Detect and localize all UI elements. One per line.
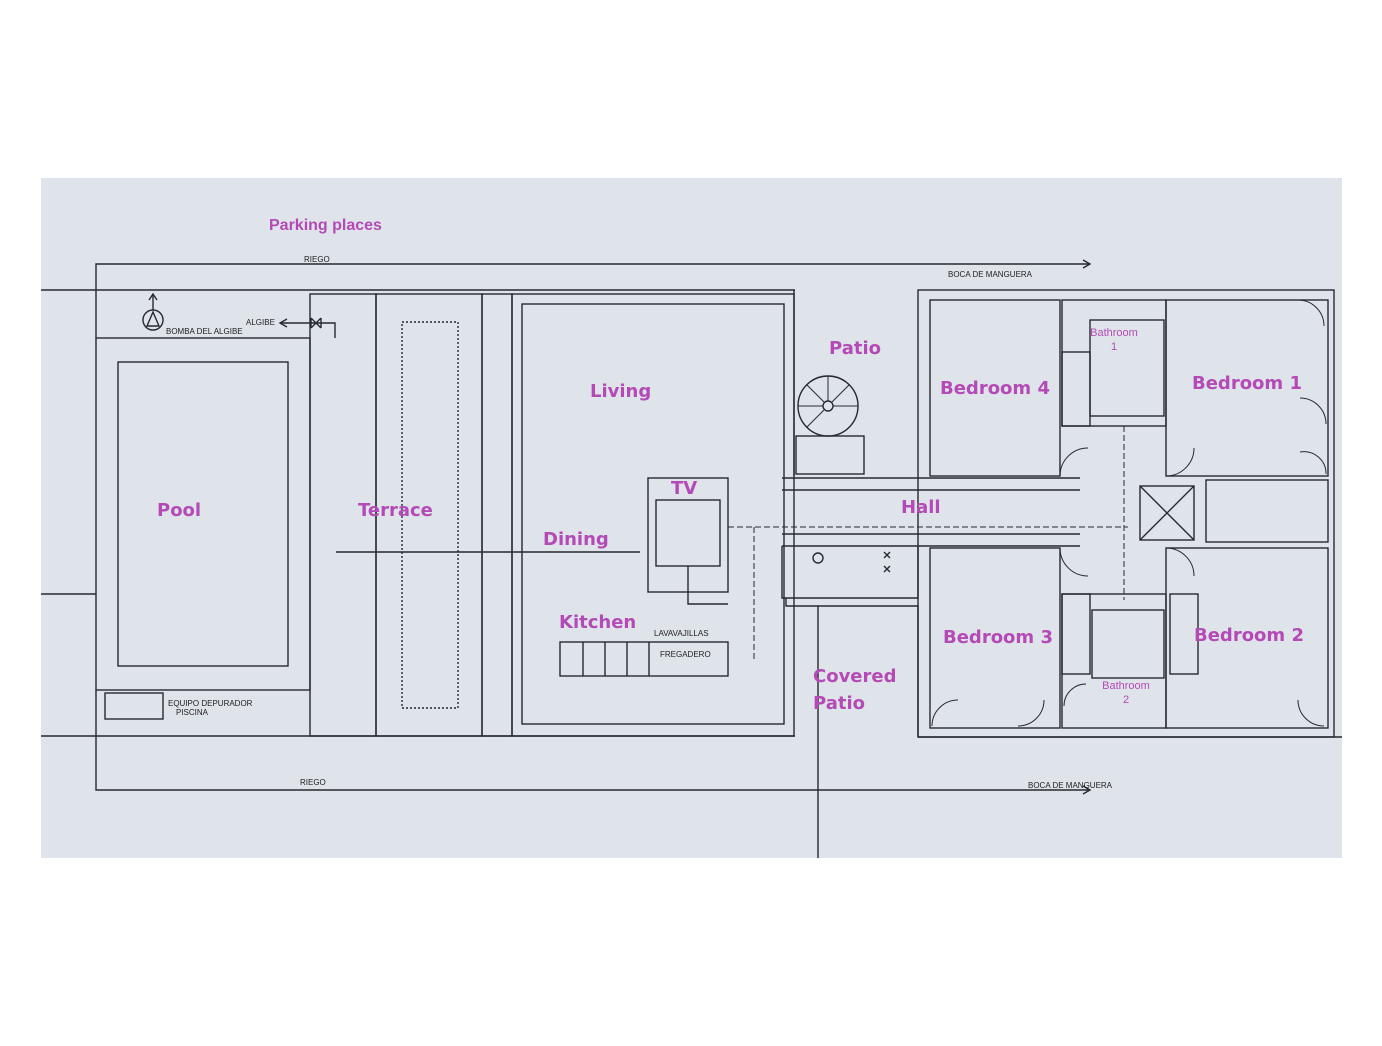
riego-bottom-label: RIEGO — [300, 778, 326, 787]
terrace-inner — [401, 321, 459, 709]
fregadero-label: FREGADERO — [660, 650, 711, 659]
riego-arrow-top — [1082, 259, 1092, 269]
label-bedroom2: Bedroom 2 — [1194, 625, 1304, 646]
window-swing-6 — [1017, 699, 1045, 727]
door-swing-bedroom2 — [1165, 547, 1195, 577]
riego-arrow-bottom — [1082, 785, 1092, 795]
riego-line-top — [95, 263, 1090, 338]
riego-line-bottom — [95, 690, 1090, 791]
algibe-pipe — [280, 322, 336, 338]
lavavajillas-label: LAVAVAJILLAS — [654, 629, 709, 638]
label-dining: Dining — [543, 529, 609, 550]
kitchen-wall — [687, 566, 728, 605]
living-outer — [511, 293, 795, 737]
bedroom3-box — [929, 547, 1061, 729]
patio-landing — [795, 435, 865, 475]
window-swing-5 — [931, 699, 959, 727]
kitchen-counter — [559, 641, 729, 677]
window-swing-1 — [1297, 299, 1325, 327]
label-bathroom2-1: Bathroom — [1102, 680, 1150, 692]
label-terrace: Terrace — [358, 500, 433, 521]
label-bedroom4: Bedroom 4 — [940, 378, 1050, 399]
equipo-label-line2: PISCINA — [176, 708, 209, 717]
label-bathroom2-2: 2 — [1123, 694, 1129, 706]
bedroom4-box — [929, 299, 1061, 477]
plan-paper — [41, 178, 1342, 858]
door-swing-bedroom3 — [1059, 547, 1089, 577]
label-pool: Pool — [157, 500, 201, 521]
label-covered-patio-1: Covered — [813, 666, 897, 687]
equipo-label-line1: EQUIPO DEPURADOR — [168, 699, 253, 708]
label-patio: Patio — [829, 338, 881, 359]
pool-equipment-box — [104, 692, 164, 720]
ink-annotations: RIEGO BOCA DE MANGUERA BOMBA DEL ALGIBE … — [166, 255, 1113, 790]
algibe-label: ALGIBE — [246, 318, 275, 327]
riego-top-label: RIEGO — [304, 255, 330, 264]
label-covered-patio-2: Patio — [813, 693, 865, 714]
covered-patio-wall — [785, 598, 819, 858]
pool-inner — [117, 361, 289, 667]
algibe-arrow — [278, 318, 288, 328]
label-bedroom1: Bedroom 1 — [1192, 373, 1302, 394]
label-bathroom1-2: 1 — [1111, 341, 1117, 353]
window-swing-2 — [1299, 397, 1327, 425]
label-bathroom1-1: Bathroom — [1090, 327, 1138, 339]
boca-bottom-label: BOCA DE MANGUERA — [1028, 781, 1113, 790]
spiral-stair-treads — [798, 376, 858, 428]
door-swing-bedroom1 — [1165, 447, 1195, 477]
plan-linework — [41, 259, 1342, 858]
meter-symbol — [812, 552, 824, 564]
bathroom2-fixtures — [1091, 609, 1165, 679]
label-kitchen: Kitchen — [559, 612, 636, 633]
door-swing-bedroom4 — [1059, 447, 1089, 477]
living-inner — [521, 303, 785, 725]
label-bedroom3: Bedroom 3 — [943, 627, 1053, 648]
bathroom2-tub — [1061, 593, 1091, 675]
boca-top-label: BOCA DE MANGUERA — [948, 270, 1033, 279]
bedroom1-wardrobe — [1205, 479, 1329, 543]
window-swing-3 — [1299, 451, 1327, 475]
label-parking: Parking places — [269, 217, 382, 234]
stair-shaft — [1139, 485, 1195, 541]
stair-shaft-cross — [1139, 485, 1195, 541]
bedroom1-box — [1165, 299, 1329, 477]
algibe-valve — [310, 317, 322, 329]
bedroom2-box — [1165, 547, 1329, 729]
pump-arrow-head — [148, 292, 158, 301]
bedroom-block-outer — [917, 289, 1335, 738]
bathroom1-tub — [1061, 351, 1091, 427]
window-swing-4 — [1297, 699, 1325, 727]
bedroom2-wardrobe — [1169, 593, 1199, 675]
label-living: Living — [590, 381, 651, 402]
pump-triangle — [145, 310, 161, 327]
hall-valves — [883, 551, 891, 573]
room-labels: Parking places Pool Terrace Living Patio… — [157, 217, 1304, 714]
label-tv: TV — [671, 478, 697, 499]
label-hall: Hall — [901, 497, 941, 518]
door-swing-bathroom2 — [1063, 683, 1087, 707]
bomba-label: BOMBA DEL ALGIBE — [166, 327, 243, 336]
